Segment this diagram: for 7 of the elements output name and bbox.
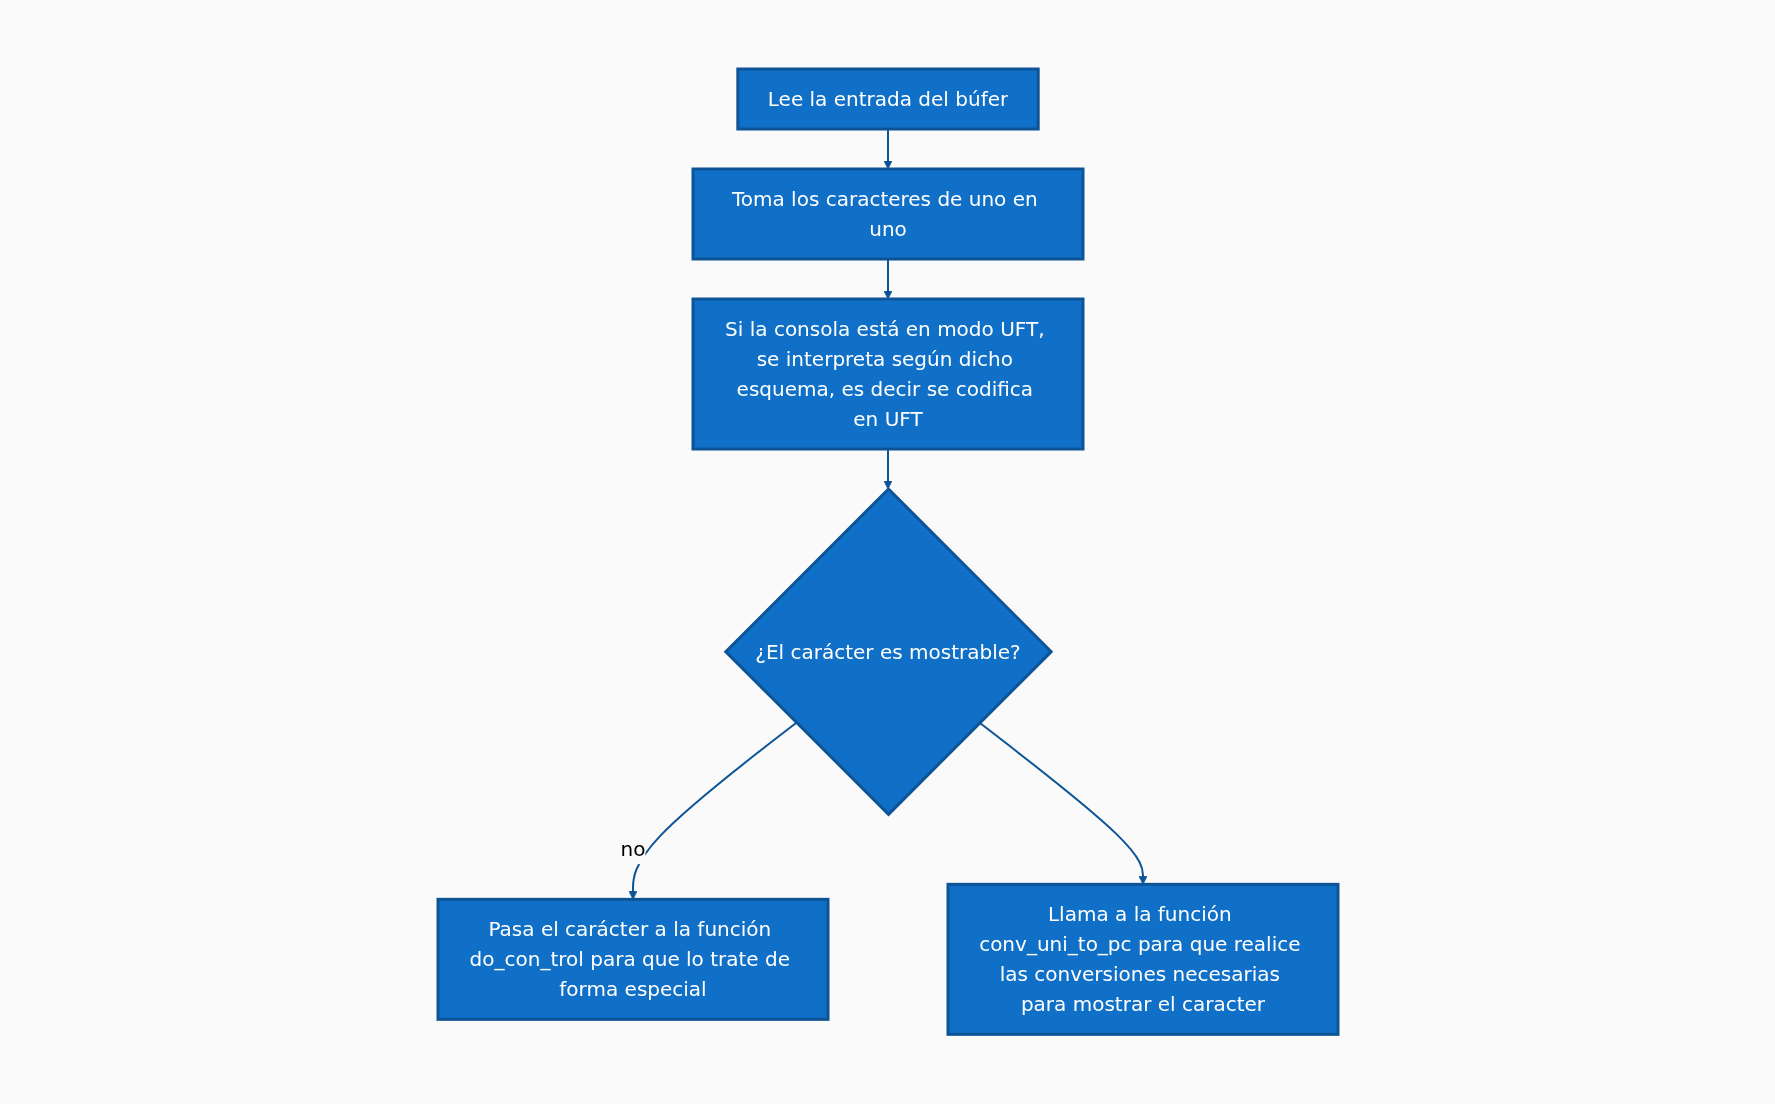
node-box: Llama a la función conv_uni_to_pc para que realice las conversiones necesarias para mostrar el caracter [946, 883, 1339, 1037]
node-diamond: ¿El carácter es mostrable? [723, 487, 1053, 817]
edge-label: no [620, 837, 645, 862]
node-box: Toma los caracteres de uno en uno [691, 167, 1084, 261]
node-box: Si la consola está en modo UFT, se interpreta según dicho esquema, es decir se codifica en UFT [691, 297, 1084, 451]
node-box: Lee la entrada del búfer [735, 67, 1040, 131]
node-box: Pasa el carácter a la función do_con_trol para que lo trate de forma especial [436, 898, 829, 1022]
